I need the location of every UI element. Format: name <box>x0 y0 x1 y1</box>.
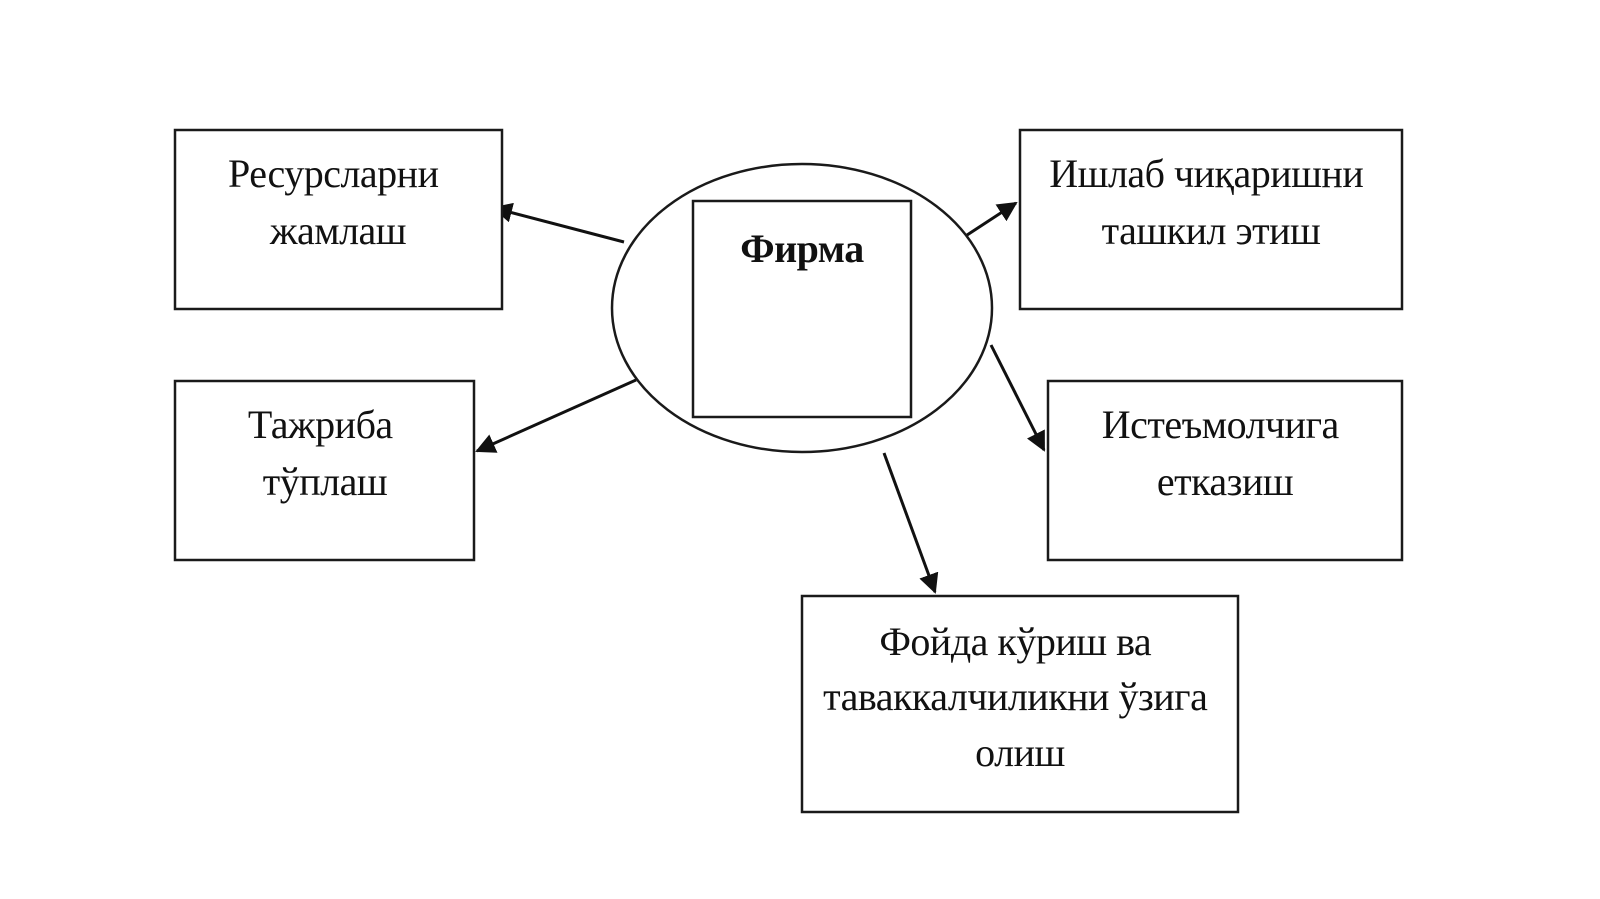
node-experience-line-2: тўплаш <box>263 459 388 504</box>
center-node: Фирма <box>610 162 994 454</box>
node-consumer: Истеъмолчига етказиш <box>1046 379 1404 562</box>
node-profit-text: Фойда кўриш ва таваккалчиликни ўзига оли… <box>823 619 1217 775</box>
node-experience-line-1: Тажриба <box>248 402 394 447</box>
node-experience-text: Тажриба тўплаш <box>248 402 402 504</box>
node-consumer-line-1: Истеъмолчига <box>1102 402 1340 447</box>
node-profit-line-2: таваккалчиликни ўзига <box>823 674 1208 719</box>
node-resources-text: Ресурсларни жамлаш <box>228 151 448 253</box>
arrow-center-to-consumer <box>989 344 1046 452</box>
arrow-center-to-resources <box>492 202 625 244</box>
node-production-text: Ишлаб чиқаришни ташкил этиш <box>1049 151 1372 253</box>
arrow-center-to-profit <box>882 452 939 594</box>
edges-layer <box>475 201 1046 594</box>
arrow-center-to-production <box>963 201 1018 239</box>
center-square <box>691 199 913 419</box>
node-experience-box <box>173 379 476 562</box>
node-consumer-line-2: етказиш <box>1157 459 1294 504</box>
node-production-box <box>1018 128 1404 311</box>
node-consumer-box <box>1046 379 1404 562</box>
center-label: Фирма <box>740 226 864 271</box>
node-consumer-text: Истеъмолчига етказиш <box>1102 402 1349 504</box>
node-production-line-1: Ишлаб чиқаришни <box>1049 151 1363 196</box>
node-resources-line-1: Ресурсларни <box>228 151 439 196</box>
node-profit-line-1: Фойда кўриш ва <box>879 619 1152 664</box>
arrow-center-to-experience <box>475 378 637 453</box>
node-profit-box <box>800 594 1240 814</box>
node-resources-line-2: жамлаш <box>269 208 407 253</box>
node-profit: Фойда кўриш ва таваккалчиликни ўзига оли… <box>800 594 1240 814</box>
node-profit-line-3: олиш <box>975 730 1065 775</box>
node-experience: Тажриба тўплаш <box>173 379 476 562</box>
node-resources: Ресурсларни жамлаш <box>173 128 504 311</box>
node-production: Ишлаб чиқаришни ташкил этиш <box>1018 128 1404 311</box>
node-resources-box <box>173 128 504 311</box>
node-production-line-2: ташкил этиш <box>1102 208 1321 253</box>
